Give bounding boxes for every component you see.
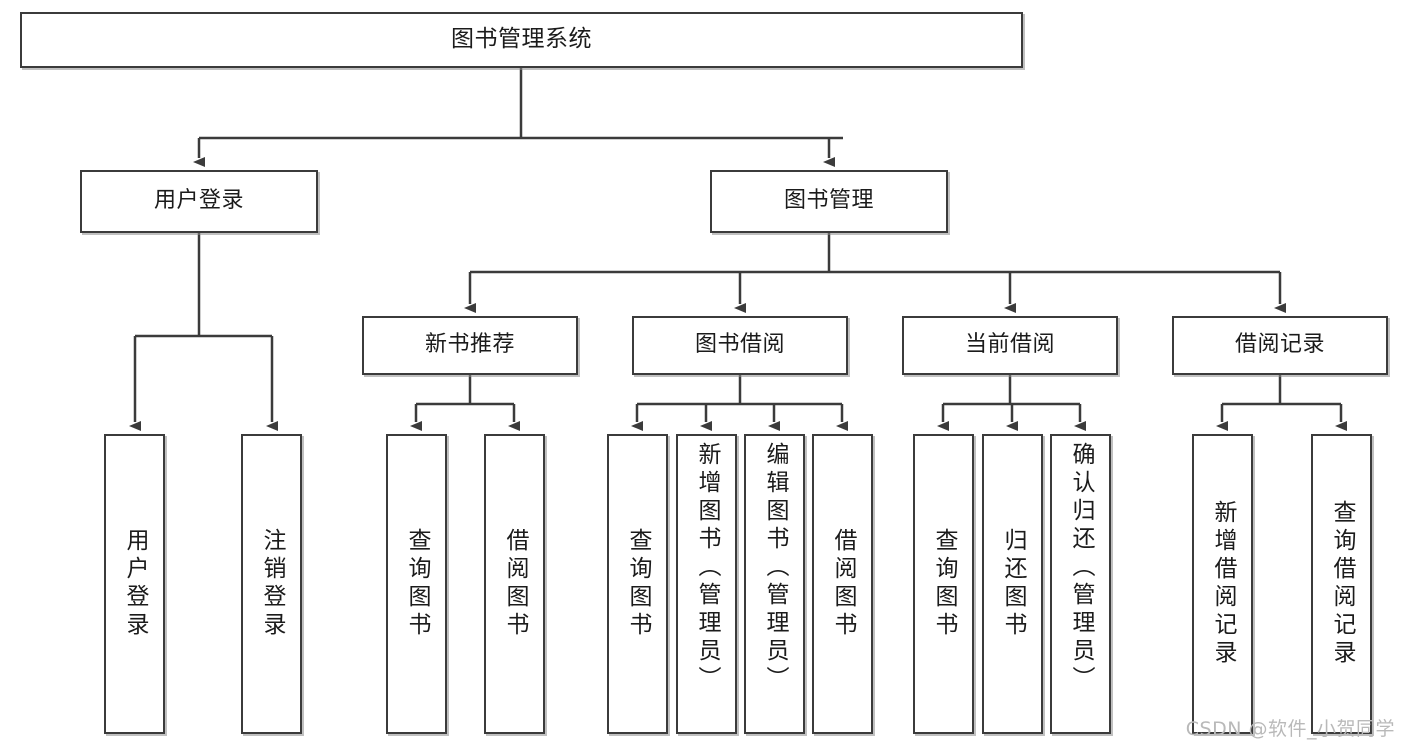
node-user-login-label: 用户登录 (153, 188, 244, 214)
node-leaf-query-book-1-label: 查询图书 (404, 528, 430, 640)
node-new-book-recommend-label: 新书推荐 (424, 332, 515, 358)
node-root-label: 图书管理系统 (451, 26, 592, 53)
node-current-borrow-label: 当前借阅 (964, 332, 1055, 358)
leaf-text-wrap: 新增图书（管理员） (678, 436, 735, 732)
node-leaf-borrow-book-1-label: 借阅图书 (502, 528, 528, 640)
node-leaf-edit-book-label: 编辑图书（管理员） (762, 442, 788, 694)
leaf-text-wrap: 归还图书 (984, 436, 1041, 732)
node-leaf-query-book-2-label: 查询图书 (625, 528, 651, 640)
edge-user-login-to-leaves (129, 233, 278, 431)
leaf-text-wrap: 借阅图书 (814, 436, 871, 732)
leaf-text-wrap: 新增借阅记录 (1194, 436, 1251, 732)
node-leaf-borrow-book-2[interactable]: 借阅图书 (812, 434, 873, 734)
node-leaf-borrow-book-2-label: 借阅图书 (830, 528, 856, 640)
node-leaf-edit-book[interactable]: 编辑图书（管理员） (744, 434, 805, 734)
node-leaf-add-record[interactable]: 新增借阅记录 (1192, 434, 1253, 734)
leaf-text-wrap: 编辑图书（管理员） (746, 436, 803, 732)
node-leaf-confirm-return-label: 确认归还（管理员） (1068, 442, 1094, 694)
node-book-manage[interactable]: 图书管理 (710, 170, 948, 233)
node-leaf-logout-label: 注销登录 (259, 528, 285, 640)
edge-borrow-record-to-leaves (1216, 375, 1347, 431)
node-leaf-query-book-2[interactable]: 查询图书 (607, 434, 668, 734)
leaf-text-wrap: 查询借阅记录 (1313, 436, 1370, 732)
node-book-borrow-label: 图书借阅 (694, 332, 785, 358)
node-leaf-query-book-3[interactable]: 查询图书 (913, 434, 974, 734)
leaf-text-wrap: 注销登录 (243, 436, 300, 732)
node-leaf-query-book-1[interactable]: 查询图书 (386, 434, 447, 734)
node-leaf-borrow-book-1[interactable]: 借阅图书 (484, 434, 545, 734)
node-book-manage-label: 图书管理 (783, 188, 874, 214)
node-leaf-query-record-label: 查询借阅记录 (1329, 500, 1355, 668)
edge-book-manage-to-level3 (464, 233, 1286, 313)
node-user-login[interactable]: 用户登录 (80, 170, 318, 233)
node-leaf-return-book-label: 归还图书 (1000, 528, 1026, 640)
watermark-text: CSDN @软件_小贺同学 (1185, 718, 1395, 740)
node-new-book-recommend[interactable]: 新书推荐 (362, 316, 578, 375)
node-leaf-confirm-return[interactable]: 确认归还（管理员） (1050, 434, 1111, 734)
leaf-text-wrap: 借阅图书 (486, 436, 543, 732)
leaf-text-wrap: 查询图书 (388, 436, 445, 732)
leaf-text-wrap: 用户登录 (106, 436, 163, 732)
edge-current-borrow-to-leaves (937, 375, 1086, 431)
node-root-system[interactable]: 图书管理系统 (20, 12, 1023, 68)
node-leaf-user-login[interactable]: 用户登录 (104, 434, 165, 734)
node-leaf-return-book[interactable]: 归还图书 (982, 434, 1043, 734)
node-leaf-query-record[interactable]: 查询借阅记录 (1311, 434, 1372, 734)
node-current-borrow[interactable]: 当前借阅 (902, 316, 1118, 375)
node-book-borrow[interactable]: 图书借阅 (632, 316, 848, 375)
node-leaf-logout[interactable]: 注销登录 (241, 434, 302, 734)
node-borrow-record[interactable]: 借阅记录 (1172, 316, 1388, 375)
node-borrow-record-label: 借阅记录 (1234, 332, 1325, 358)
leaf-text-wrap: 确认归还（管理员） (1052, 436, 1109, 732)
node-leaf-user-login-label: 用户登录 (122, 528, 148, 640)
edge-book-borrow-to-leaves (631, 375, 848, 431)
node-leaf-add-book-label: 新增图书（管理员） (694, 442, 720, 694)
edge-new-book-recommend-to-leaves (410, 375, 520, 431)
edge-root-to-level2 (193, 68, 843, 167)
node-leaf-add-record-label: 新增借阅记录 (1210, 500, 1236, 668)
node-leaf-add-book[interactable]: 新增图书（管理员） (676, 434, 737, 734)
node-leaf-query-book-3-label: 查询图书 (931, 528, 957, 640)
leaf-text-wrap: 查询图书 (915, 436, 972, 732)
leaf-text-wrap: 查询图书 (609, 436, 666, 732)
